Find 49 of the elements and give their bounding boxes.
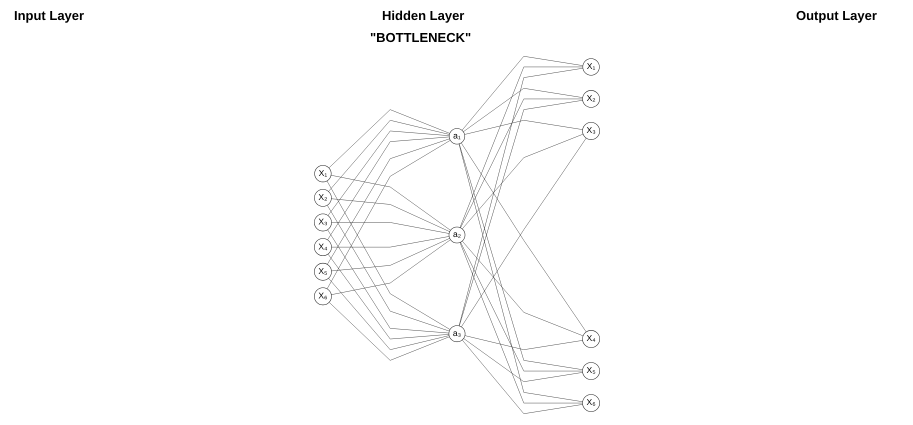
connector <box>330 222 449 234</box>
connector <box>461 56 583 130</box>
connector <box>462 134 583 230</box>
connector <box>330 198 450 232</box>
connector <box>462 240 583 336</box>
node-circle: X₅ <box>314 262 332 281</box>
connector <box>327 254 449 340</box>
connector <box>459 66 582 228</box>
node-circle: X₄ <box>314 238 332 256</box>
connector <box>330 175 450 231</box>
connector <box>328 109 450 168</box>
connector <box>328 120 450 192</box>
connector <box>462 338 582 382</box>
node-circle: X₂ <box>582 90 600 108</box>
node-circle: X₅ <box>582 362 600 380</box>
connector <box>326 230 449 334</box>
layer-heading: Input Layer <box>14 8 84 23</box>
connector <box>464 335 582 350</box>
connector <box>326 140 450 290</box>
connector <box>326 205 450 332</box>
connector <box>462 88 582 132</box>
node-circle: X₃ <box>582 122 600 140</box>
connector <box>460 242 582 372</box>
connector <box>460 98 582 228</box>
connector <box>327 130 449 216</box>
connector <box>330 236 449 248</box>
connector <box>326 180 450 330</box>
connector <box>464 120 582 135</box>
connector <box>328 278 449 350</box>
connector <box>330 239 450 295</box>
node-circle: X₆ <box>582 394 600 412</box>
layer-heading: Hidden Layer <box>382 8 464 23</box>
layer-heading: Output Layer <box>796 8 877 23</box>
node-circle: X₄ <box>582 330 600 348</box>
node-circle: X₃ <box>314 214 332 232</box>
connector <box>459 242 582 404</box>
node-circle: a₃ <box>448 325 465 342</box>
connector <box>326 138 450 265</box>
node-circle: X₁ <box>582 58 600 76</box>
connector <box>326 136 449 240</box>
node-circle: a₂ <box>448 226 465 244</box>
connector <box>328 302 450 361</box>
node-circle: X₁ <box>314 165 331 182</box>
node-circle: a₁ <box>448 128 465 144</box>
bottleneck-label: "BOTTLENECK" <box>370 30 472 45</box>
connector <box>330 238 450 272</box>
node-circle: X₆ <box>314 288 332 306</box>
connector <box>461 340 582 414</box>
node-circle: X₂ <box>314 189 332 207</box>
